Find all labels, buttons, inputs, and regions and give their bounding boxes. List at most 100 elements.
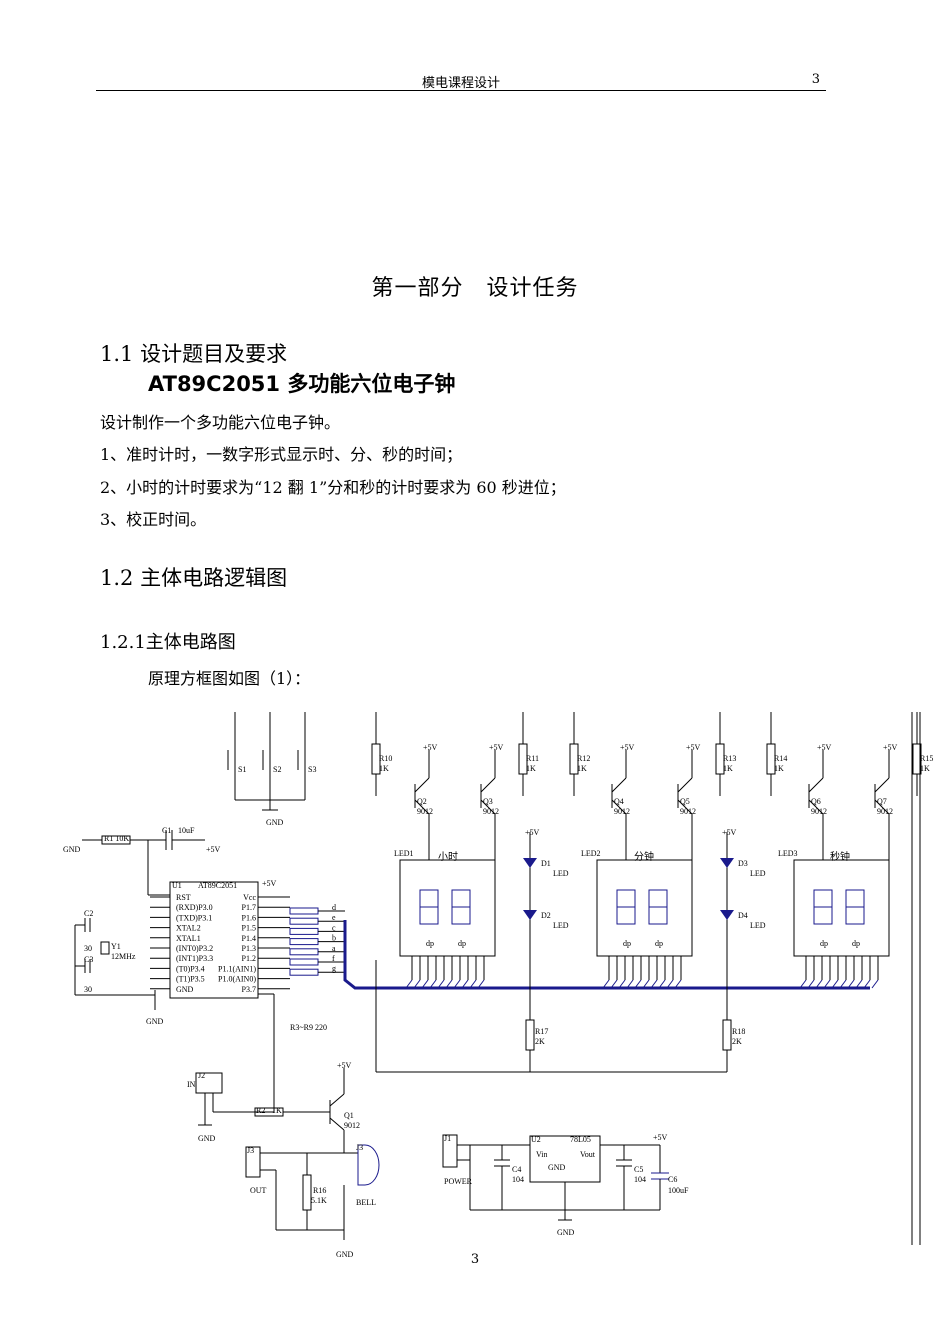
r3-r9-label: R3~R9 220: [290, 1023, 327, 1032]
transistor-emitter: [480, 777, 496, 793]
d3-led: LED: [750, 869, 766, 878]
dp-label: dp: [655, 939, 663, 948]
transistor-emitter: [874, 777, 890, 793]
dp-label: dp: [426, 939, 434, 948]
base-resistor-name: R10: [379, 754, 392, 763]
transistor-name: Q7: [877, 797, 887, 806]
transistor-type: 9012: [877, 807, 893, 816]
c3-label: C3: [84, 955, 93, 964]
mcu-pin-right: P1.3: [242, 944, 256, 953]
d1-label: D1: [541, 859, 551, 868]
y1-label: Y1: [111, 942, 121, 951]
pin-to-bus: [453, 979, 461, 989]
r16-value: 5.1K: [311, 1196, 327, 1205]
s2-label: S2: [273, 765, 281, 774]
in-label: IN: [187, 1080, 196, 1089]
mcu-pin-left: (T1)P3.5: [176, 975, 205, 984]
second-label: 秒钟: [830, 850, 850, 863]
reg-gnd-pin: GND: [548, 1163, 566, 1172]
gnd-label-left: GND: [63, 845, 81, 854]
d2-led: LED: [553, 921, 569, 930]
segment-resistor: [289, 927, 319, 935]
mcu-pin-left: (INT0)P3.2: [176, 944, 213, 953]
vcc-label-d1: +5V: [525, 828, 540, 837]
mcu-pin-right: P1.2: [242, 954, 256, 963]
requirement-3: 3、校正时间。: [100, 510, 207, 529]
mcu-pin-left: XTAL1: [176, 934, 201, 943]
segment-resistor: [289, 968, 319, 976]
segment-resistor: [289, 958, 319, 966]
pin-to-bus: [855, 979, 863, 989]
base-resistor-value: 1K: [526, 764, 536, 773]
transistor-name: Q6: [811, 797, 821, 806]
transistor-type: 9012: [483, 807, 499, 816]
s3-label: S3: [308, 765, 316, 774]
transistor-collector: [480, 799, 496, 815]
pin-to-bus: [650, 979, 658, 989]
power-label: POWER: [444, 1177, 473, 1186]
transistor-collector: [677, 799, 693, 815]
base-resistor-name: R13: [723, 754, 736, 763]
mcu-pin-right: P1.5: [242, 924, 256, 933]
requirement-2: 2、小时的计时要求为“12 翻 1”分和秒的计时要求为 60 秒进位；: [100, 478, 566, 497]
vcc-label-q1: +5V: [337, 1061, 352, 1070]
pin-to-bus: [477, 979, 485, 989]
transistor-vcc: +5V: [423, 743, 438, 752]
transistor-type: 9012: [811, 807, 827, 816]
c1-value: 10uF: [178, 826, 195, 835]
chip-name: AT89C2051: [198, 881, 237, 890]
transistor-vcc: +5V: [620, 743, 635, 752]
segment-label: g: [332, 964, 336, 973]
segment-label: e: [332, 913, 336, 922]
base-resistor-value: 1K: [723, 764, 733, 773]
display-body: [793, 859, 890, 957]
display-body: [399, 859, 496, 957]
base-resistor-name: R11: [526, 754, 539, 763]
pin-to-bus: [445, 979, 453, 989]
transistor-name: Q5: [680, 797, 690, 806]
dp-label: dp: [852, 939, 860, 948]
c4-value: 104: [512, 1175, 524, 1184]
power-supply: J1 POWER C4 104 U2 78L05 Vin Vout GND +5…: [442, 1133, 689, 1237]
r17-value: 2K: [535, 1037, 545, 1046]
segment-resistor: [289, 917, 319, 925]
vcc-label-mcu: +5V: [262, 879, 277, 888]
d4-led: LED: [750, 921, 766, 930]
r18-value: 2K: [732, 1037, 742, 1046]
dp-label: dp: [458, 939, 466, 948]
base-resistor-value: 1K: [577, 764, 587, 773]
buzzer-driver: J2 IN GND R2 1K +5V Q1 9012 J3 BELL J3 O…: [187, 993, 380, 1259]
led3-label: LED3: [778, 849, 798, 858]
mcu-pin-right: P1.1(AIN1): [218, 964, 256, 973]
mcu-pin-left: (RXD)P3.0: [176, 903, 213, 912]
pin-to-bus: [847, 979, 855, 989]
digit-drivers: R101KR111KR121KR131KR141KR151K+5VQ29012+…: [371, 712, 933, 860]
r2-label: R2: [256, 1106, 265, 1115]
page-header: 模电课程设计 3: [96, 72, 826, 91]
pin-to-bus: [469, 979, 477, 989]
base-resistor-value: 1K: [774, 764, 784, 773]
base-resistor-value: 1K: [920, 764, 930, 773]
pin-to-bus: [823, 979, 831, 989]
transistor-name: Q3: [483, 797, 493, 806]
mcu-pin-left: GND: [176, 985, 194, 994]
pin-to-bus: [807, 979, 815, 989]
led1-label: LED1: [394, 849, 414, 858]
c4-label: C4: [512, 1165, 521, 1174]
led2-label: LED2: [581, 849, 601, 858]
transistor-name: Q2: [417, 797, 427, 806]
c5-value: 104: [634, 1175, 646, 1184]
page-number: 3: [470, 1252, 480, 1267]
j3-buzzer-label: J3: [356, 1143, 363, 1152]
u1-label: U1: [172, 881, 182, 890]
c3-value: 30: [84, 985, 92, 994]
transistor-emitter: [808, 777, 824, 793]
transistor-collector: [611, 799, 627, 815]
regulator-label: 78L05: [570, 1135, 591, 1144]
pin-to-bus: [413, 979, 421, 989]
transistor-type: 9012: [680, 807, 696, 816]
pin-to-bus: [610, 979, 618, 989]
d4-label: D4: [738, 911, 748, 920]
transistor-vcc: +5V: [883, 743, 898, 752]
q1-label: Q1: [344, 1111, 354, 1120]
